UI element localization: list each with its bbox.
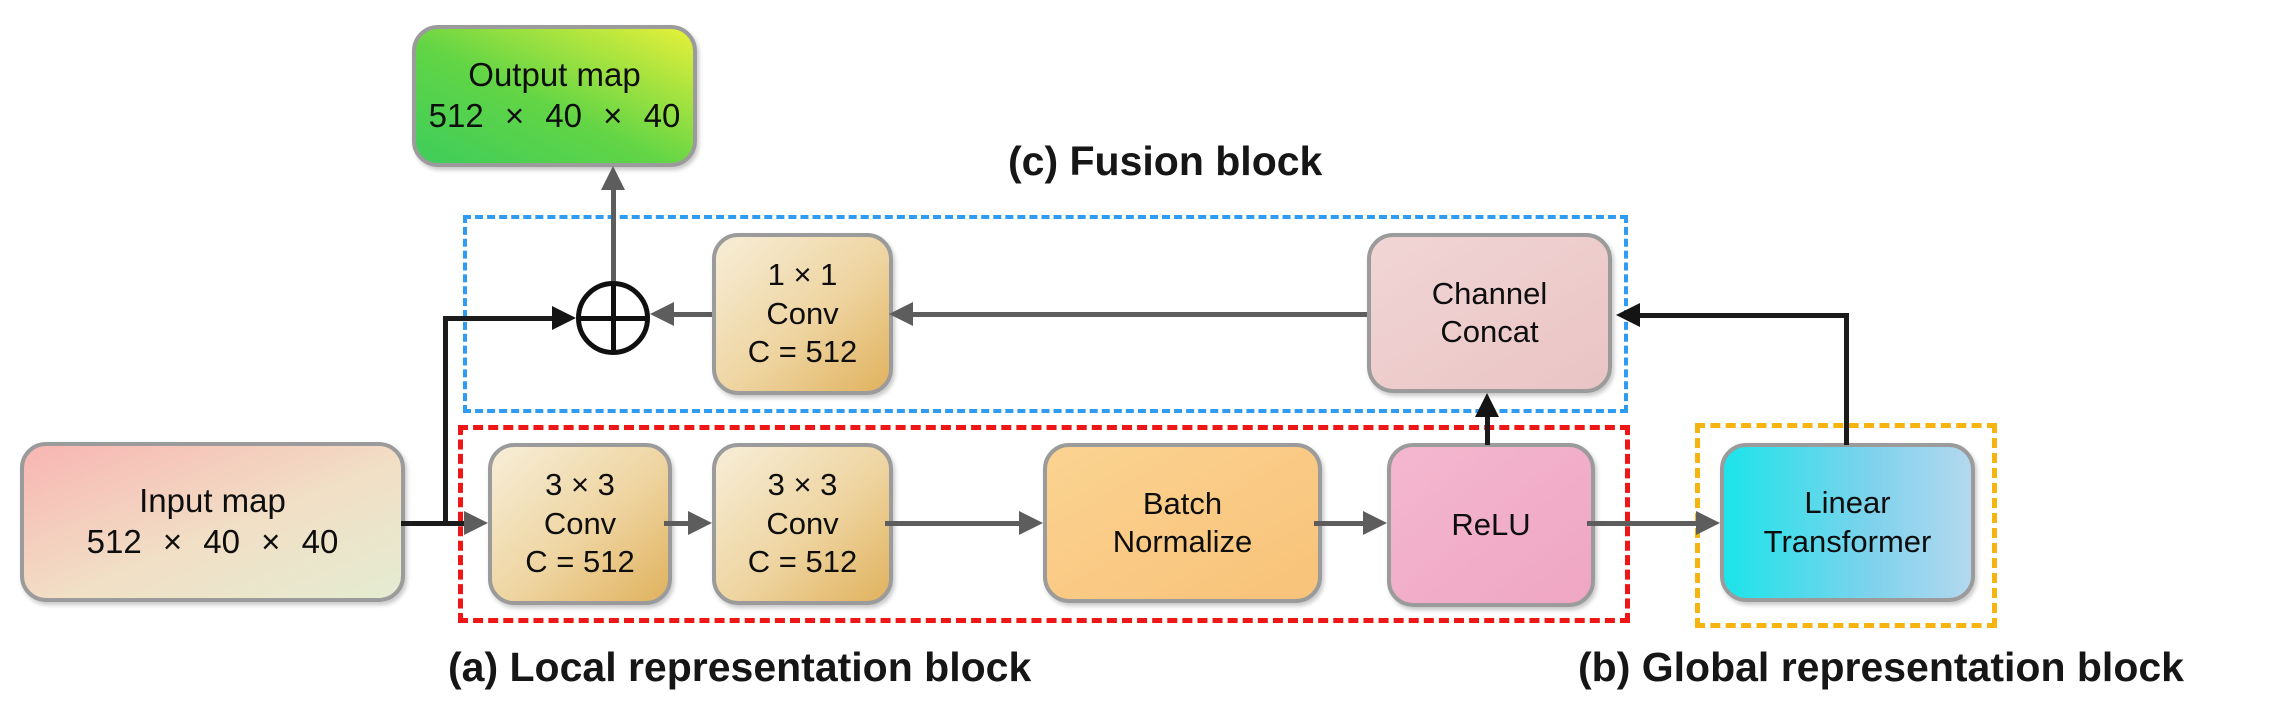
- channel-concat-line1: Channel: [1431, 275, 1548, 311]
- batch-normalize-node: Batch Normalize: [1043, 443, 1322, 603]
- fusion-block-label: (c) Fusion block: [1008, 138, 1323, 184]
- conv-1x1-node: 1 × 1 Conv C = 512: [712, 233, 893, 395]
- line-conv3b-to-batchnorm: [885, 521, 1021, 526]
- channel-concat-node: Channel Concat: [1367, 233, 1612, 393]
- line-skip-branch-vertical: [443, 316, 448, 525]
- arrow-relu-into-concat: [1475, 393, 1499, 417]
- arrow-into-output-map: [601, 166, 625, 190]
- input-map-title: Input map: [139, 482, 286, 520]
- batch-normalize-line2: Normalize: [1112, 524, 1253, 559]
- conv-3x3-first-channels: C = 512: [525, 544, 635, 580]
- line-conv1x1-to-sum: [674, 312, 712, 317]
- batch-normalize-line1: Batch: [1142, 485, 1223, 521]
- arrow-into-conv3x3-first: [464, 511, 488, 535]
- conv-1x1-channels: C = 512: [747, 334, 858, 370]
- arrow-into-relu: [1363, 511, 1387, 535]
- conv-3x3-second-kernel: 3 × 3: [767, 467, 838, 503]
- arrow-lineartransformer-into-concat: [1616, 303, 1640, 327]
- line-conv3a-to-conv3b: [664, 521, 690, 526]
- arrow-into-conv3x3-second: [688, 511, 712, 535]
- elementwise-add-icon: [576, 281, 650, 355]
- line-concat-to-conv1x1: [913, 312, 1367, 317]
- conv-1x1-kernel: 1 × 1: [767, 257, 838, 293]
- relu-node: ReLU: [1387, 443, 1595, 607]
- line-lineartransformer-to-concat: [1640, 313, 1849, 318]
- global-block-label: (b) Global representation block: [1578, 644, 2184, 690]
- arrow-skip-into-sum: [552, 306, 576, 330]
- line-skip-branch-horizontal: [443, 316, 554, 321]
- arrow-conv1x1-into-sum: [650, 302, 674, 326]
- conv-3x3-second-op: Conv: [766, 505, 839, 541]
- relu-label: ReLU: [1451, 506, 1531, 542]
- line-lineartransformer-riser: [1844, 313, 1849, 445]
- output-map-title: Output map: [468, 56, 641, 94]
- arrow-into-batchnorm: [1019, 511, 1043, 535]
- input-map-node: Input map 512 × 40 × 40: [20, 442, 405, 602]
- conv-1x1-op: Conv: [766, 295, 839, 331]
- conv-3x3-second-node: 3 × 3 Conv C = 512: [712, 443, 893, 605]
- input-map-dimensions: 512 × 40 × 40: [86, 523, 339, 560]
- line-input-to-branch: [401, 521, 466, 526]
- conv-3x3-second-channels: C = 512: [747, 544, 858, 580]
- conv-3x3-first-node: 3 × 3 Conv C = 512: [488, 443, 672, 605]
- add-icon-vertical-bar: [610, 284, 616, 352]
- channel-concat-line2: Concat: [1440, 314, 1539, 349]
- arrow-into-lineartransformer: [1696, 511, 1720, 535]
- line-relu-to-lineartransformer: [1587, 521, 1698, 526]
- linear-transformer-node: Linear Transformer: [1720, 443, 1975, 602]
- output-map-dimensions: 512 × 40 × 40: [428, 97, 681, 134]
- conv-3x3-first-kernel: 3 × 3: [545, 467, 615, 503]
- output-map-node: Output map 512 × 40 × 40: [412, 25, 697, 167]
- linear-transformer-line2: Transformer: [1763, 523, 1932, 559]
- line-sum-to-output: [611, 188, 616, 281]
- conv-3x3-first-op: Conv: [543, 505, 617, 541]
- arrow-into-conv1x1: [889, 302, 913, 326]
- linear-transformer-line1: Linear: [1804, 485, 1891, 521]
- local-block-label: (a) Local representation block: [448, 644, 1032, 690]
- line-batchnorm-to-relu: [1314, 521, 1363, 526]
- line-relu-to-concat: [1485, 415, 1490, 445]
